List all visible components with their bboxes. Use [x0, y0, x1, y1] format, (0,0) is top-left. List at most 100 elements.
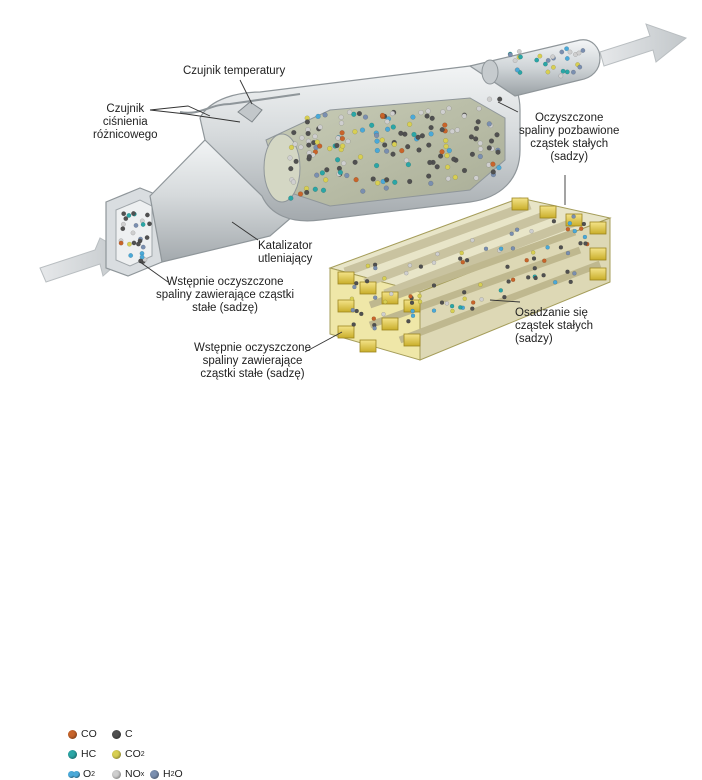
legend-item-co: CO	[68, 728, 97, 740]
particle-dot	[526, 275, 531, 280]
label-temperature-sensor: Czujnik temperatury	[183, 65, 286, 77]
particle-dot	[473, 136, 479, 142]
particle-dot	[428, 180, 434, 187]
particle-dot	[123, 216, 129, 222]
particle-dot	[390, 124, 396, 130]
particle-dot	[369, 122, 375, 128]
particle-dot	[317, 143, 323, 149]
particle-dot	[567, 221, 572, 226]
particle-dot	[431, 308, 437, 313]
particle-dot	[419, 133, 426, 139]
particle-dot	[293, 158, 299, 165]
particle-dot	[529, 229, 534, 234]
particle-dot	[407, 178, 413, 185]
particle-dot	[439, 300, 445, 305]
particle-dot	[384, 148, 390, 154]
particle-dot	[315, 113, 321, 120]
particle-dot	[352, 129, 358, 135]
particle-dot	[443, 138, 449, 144]
particle-dot	[518, 54, 523, 60]
particle-dot	[352, 284, 357, 290]
particle-dot	[317, 124, 323, 130]
particle-dot	[121, 221, 126, 227]
particle-dot	[478, 146, 484, 152]
particle-dot	[553, 280, 558, 285]
particle-dot	[370, 176, 376, 182]
particle-dot	[359, 311, 364, 317]
outlet-pipe	[468, 39, 601, 97]
particle-dot	[505, 264, 510, 269]
particle-dot	[130, 230, 136, 236]
particle-dot	[352, 159, 358, 165]
particle-dot	[417, 293, 422, 299]
particle-dot	[458, 305, 463, 310]
particle-dot	[427, 159, 433, 166]
particle-dot	[411, 131, 417, 138]
particle-dot	[306, 142, 312, 148]
particle-dot	[514, 227, 520, 232]
particle-dot	[470, 306, 475, 311]
o2-pair-icon	[68, 770, 80, 779]
particle-dot	[144, 212, 150, 218]
particle-dot	[531, 256, 537, 261]
particle-dot	[542, 258, 547, 263]
particle-dot	[445, 176, 451, 182]
particle-dot	[409, 300, 415, 305]
particle-dot	[327, 146, 333, 152]
label-clean-exhaust: Oczyszczone spaliny pozbawione cząstek s…	[519, 112, 620, 163]
particle-dot	[468, 134, 475, 140]
filter-plug	[539, 205, 557, 219]
particle-dot	[571, 69, 576, 75]
particle-dot	[545, 58, 551, 63]
particle-dot	[304, 189, 310, 196]
particle-dot	[320, 187, 327, 193]
particle-dot	[314, 172, 320, 178]
particle-dot	[418, 109, 424, 116]
particle-dot	[384, 118, 390, 125]
particle-dot	[385, 126, 391, 132]
particle-dot	[365, 263, 371, 269]
particle-dot	[506, 279, 511, 284]
particle-dot	[288, 144, 295, 151]
particle-dot	[140, 244, 146, 250]
particle-dot	[415, 134, 421, 140]
particle-dot	[490, 161, 496, 167]
particle-dot	[509, 231, 514, 237]
particle-dot	[449, 128, 455, 135]
particle-dot	[389, 110, 396, 117]
particle-dot	[364, 279, 370, 284]
particle-dot	[398, 130, 404, 136]
particle-dot	[356, 110, 363, 117]
particle-dot	[537, 53, 543, 59]
particle-dot	[362, 114, 369, 120]
particle-dot	[344, 172, 350, 179]
particle-dot	[140, 222, 146, 227]
particle-dot	[374, 147, 380, 154]
outlet-arrow	[599, 23, 688, 67]
filter-plug	[589, 247, 607, 261]
particle-dot	[545, 245, 550, 250]
particle-dot	[341, 160, 347, 166]
particle-dot	[314, 139, 320, 145]
particle-dot	[404, 271, 409, 276]
particle-dot	[144, 235, 150, 241]
particle-dot	[339, 130, 345, 136]
particle-dot	[405, 144, 411, 150]
particle-dot	[445, 164, 451, 170]
particle-dot	[360, 188, 366, 194]
particle-dot	[442, 122, 448, 128]
filter-plug	[337, 299, 355, 313]
particle-dot	[581, 221, 587, 227]
particle-dot	[292, 141, 298, 147]
nox-dot-icon	[112, 769, 121, 779]
particle-dot	[354, 308, 359, 314]
particle-dot	[495, 149, 501, 155]
particle-dot	[347, 109, 353, 115]
label-catalyst: Katalizator utleniający	[258, 240, 313, 265]
pressure-sensor-line	[179, 93, 301, 114]
particle-dot	[407, 121, 413, 127]
particle-dot	[135, 241, 141, 247]
